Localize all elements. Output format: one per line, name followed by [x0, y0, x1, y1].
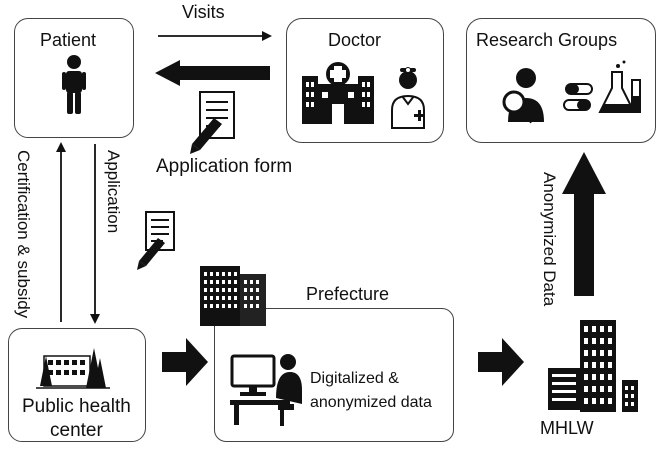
- thick-arrow-right-1: [162, 338, 208, 386]
- thick-arrow-left: [155, 60, 270, 86]
- computer-worker-icon: [230, 354, 302, 426]
- hospital-icon: [302, 62, 374, 124]
- research-groups-label: Research Groups: [476, 30, 618, 50]
- form-icon-2: [145, 211, 175, 251]
- trees-building-icon: [36, 348, 110, 389]
- doctor-label: Doctor: [328, 30, 382, 50]
- thick-arrow-up: [562, 152, 606, 296]
- mhlw-label: MHLW: [540, 418, 594, 438]
- form-icon: [199, 91, 235, 139]
- researcher-icon: [502, 68, 544, 124]
- research-groups-box: [466, 18, 656, 143]
- public-health-center-line2: center: [50, 420, 103, 441]
- thick-arrow-right-2: [478, 338, 524, 386]
- pen-icon: [190, 118, 222, 154]
- skyscraper-icon: [548, 320, 638, 412]
- application-form-label: Application form: [156, 156, 293, 177]
- person-icon: [62, 55, 86, 114]
- patient-label: Patient: [40, 30, 97, 50]
- pills-icon: [563, 83, 593, 111]
- prefecture-content-line2: anonymized data: [310, 394, 432, 411]
- visits-label: Visits: [182, 2, 225, 22]
- pen-icon-2: [137, 238, 165, 270]
- public-health-center-line1: Public health: [22, 396, 131, 417]
- prefecture-label: Prefecture: [306, 284, 390, 304]
- office-building-icon: [200, 266, 266, 326]
- doctor-icon: [391, 67, 425, 129]
- prefecture-content-line1: Digitalized &: [310, 370, 399, 387]
- flask-icon: [598, 60, 641, 113]
